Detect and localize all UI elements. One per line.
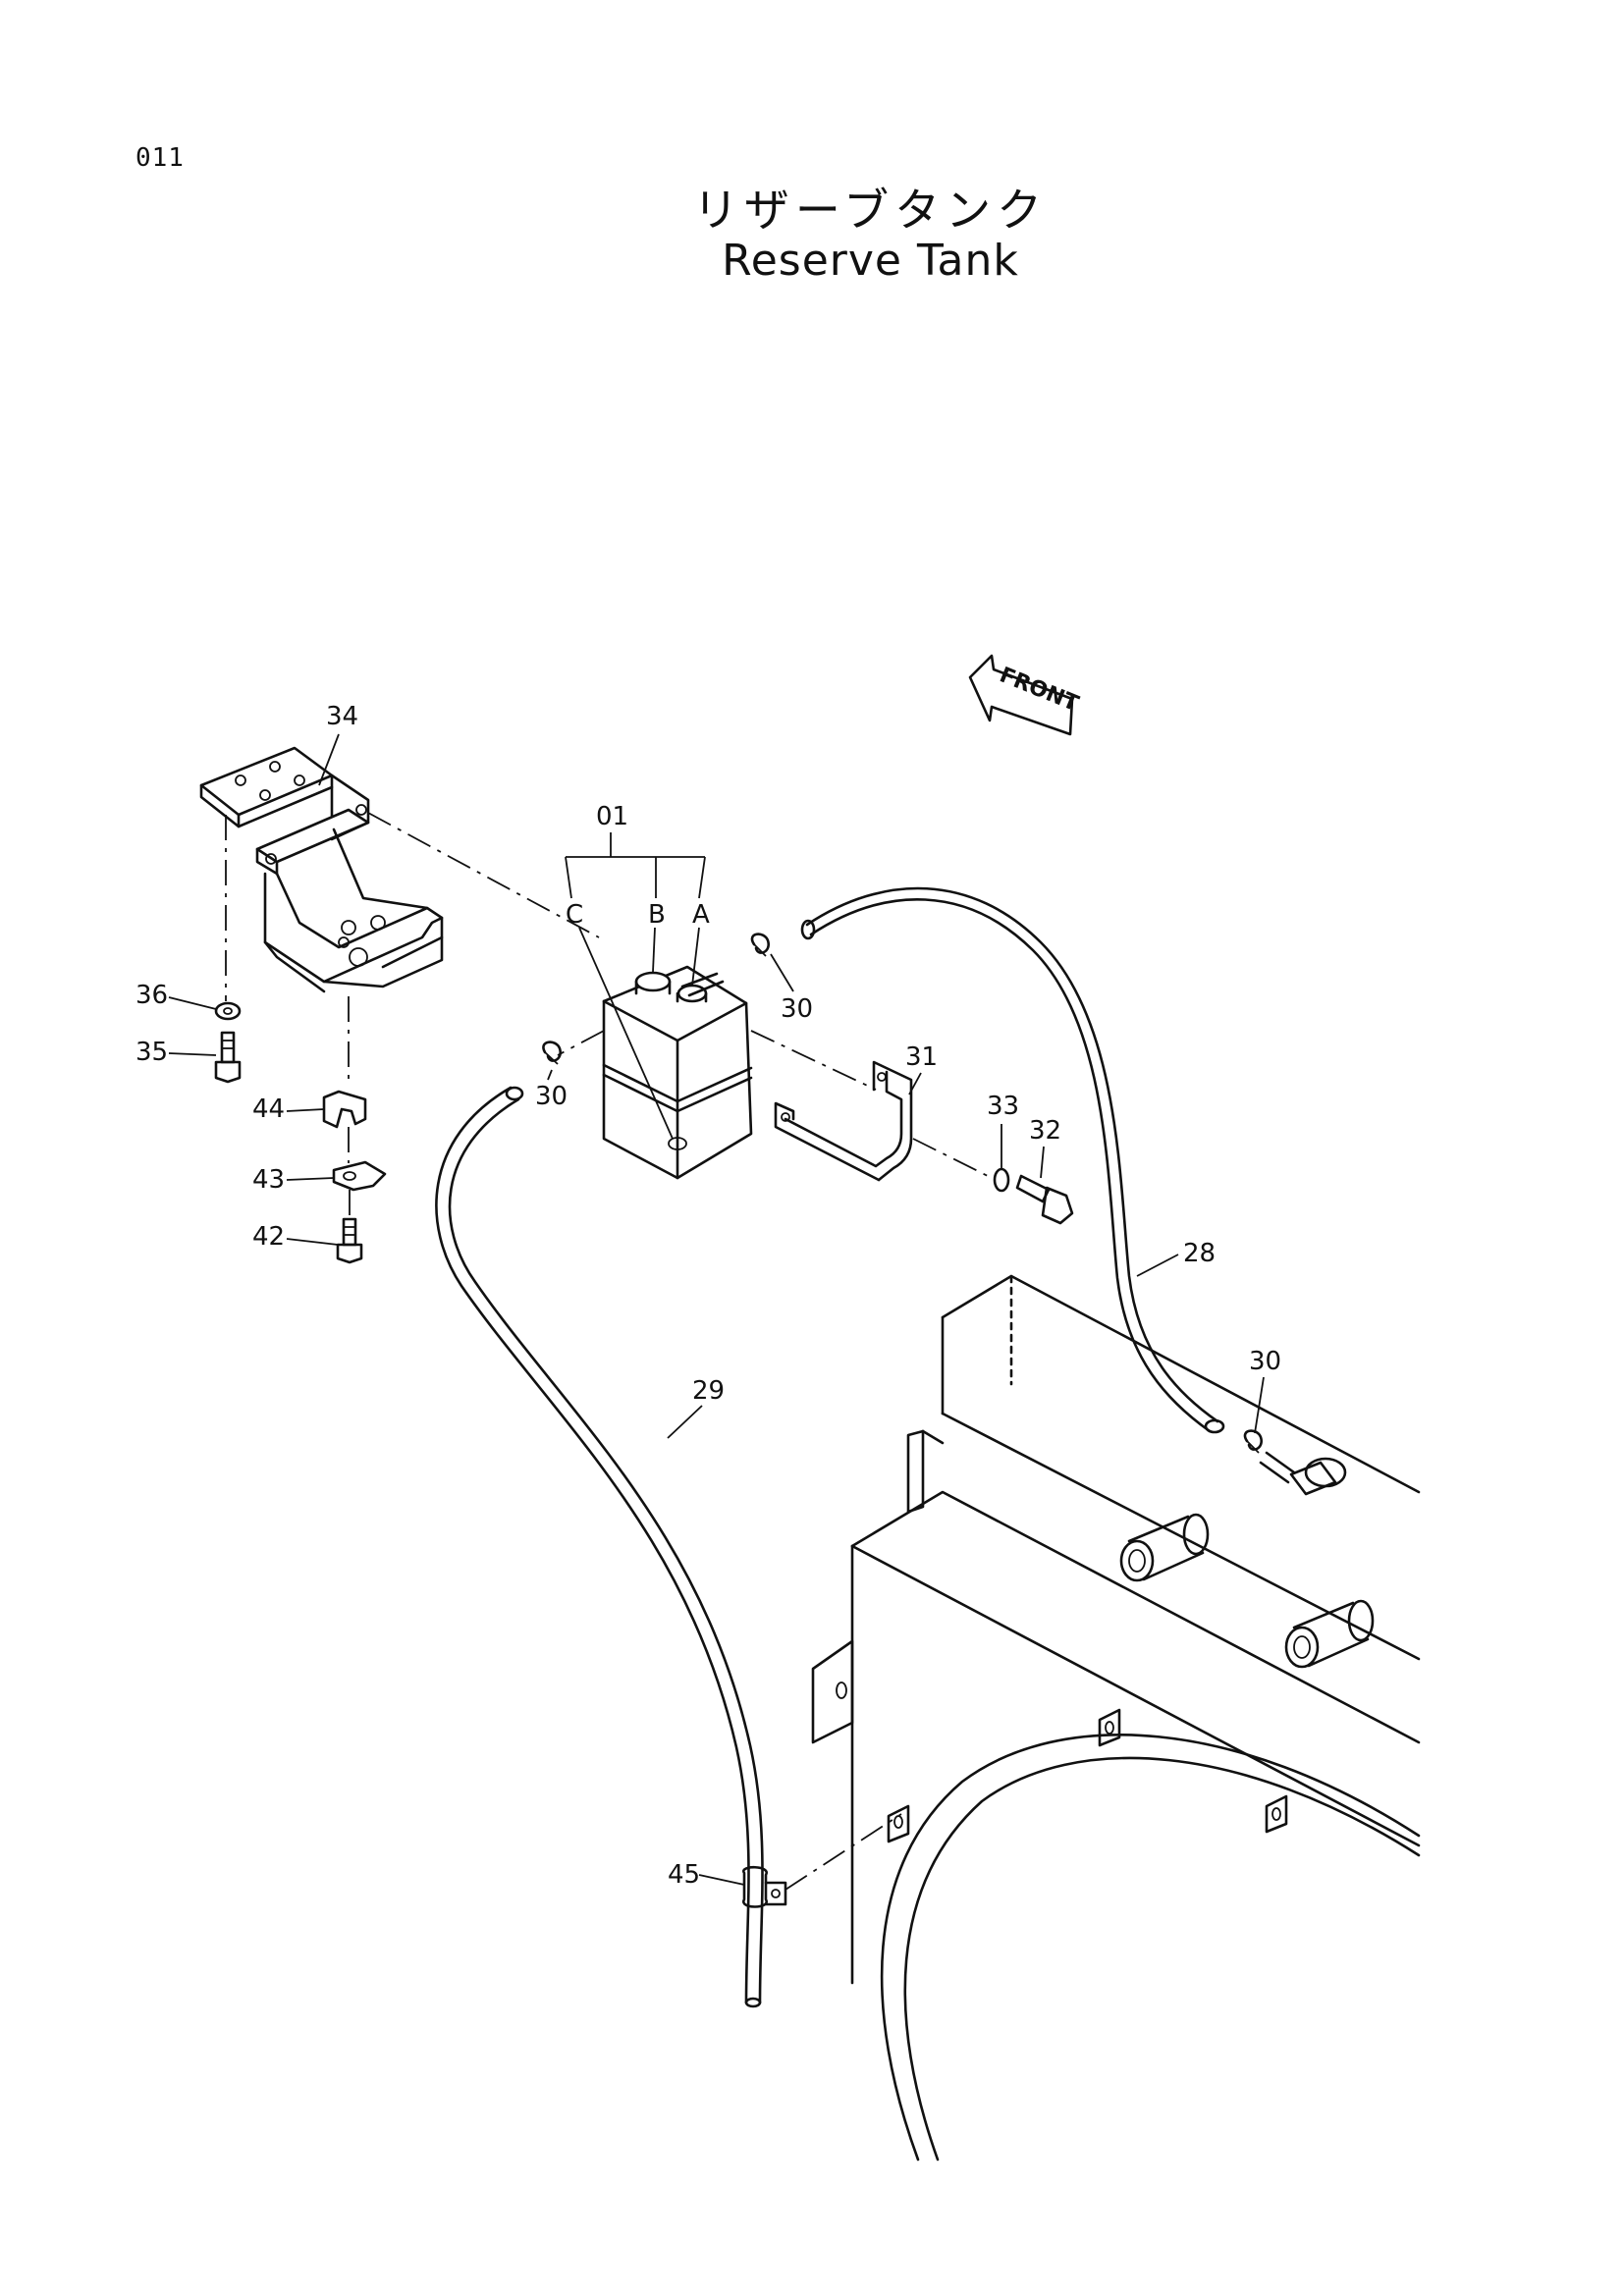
callout-33-label: 33 [987,1092,1019,1121]
align-line-tank-31 [750,1030,877,1091]
callout-30-radiator-label: 30 [1249,1347,1281,1376]
washer-33 [993,1167,1010,1193]
callout-30-left: 30 [535,1069,568,1111]
strap-31 [774,1060,913,1182]
pipe-stub-upper [1119,1513,1210,1582]
callout-35: 35 [135,1038,217,1067]
front-label: FRONT [996,663,1081,717]
callout-30-upper: 30 [770,953,813,1024]
callout-b-label: B [648,900,666,930]
callout-34-label: 34 [326,702,358,731]
callout-30-left-label: 30 [535,1082,568,1111]
clamp-45 [742,1865,787,1908]
callout-35-label: 35 [135,1038,168,1067]
front-direction-arrow: FRONT [968,654,1082,736]
callout-34: 34 [318,702,358,786]
callout-32: 32 [1029,1116,1061,1179]
callout-36-label: 36 [135,981,168,1010]
bolt-42 [336,1217,363,1264]
title-english: Reserve Tank [722,236,1019,286]
callout-45: 45 [668,1860,745,1890]
callout-44-label: 44 [252,1095,285,1124]
callout-33: 33 [987,1092,1019,1168]
callout-43-label: 43 [252,1165,285,1195]
callout-31-label: 31 [905,1042,938,1072]
callout-44: 44 [252,1095,325,1124]
callout-30-upper-label: 30 [781,994,813,1024]
radiator-assembly [811,1274,1421,2162]
clip-30-upper [750,933,770,957]
callout-31: 31 [905,1042,938,1095]
callout-45-label: 45 [668,1860,700,1890]
callout-30-radiator: 30 [1249,1347,1281,1434]
callout-29: 29 [667,1376,725,1439]
callout-a-label: A [692,900,710,930]
callout-32-label: 32 [1029,1116,1061,1146]
align-line-45-radiator [784,1813,902,1891]
pipe-stub-lower [1284,1599,1375,1669]
bolt-35 [214,1031,242,1084]
callout-28: 28 [1136,1239,1216,1277]
callout-01: 01 C B A [565,802,710,1140]
page-number: 011 [135,143,185,173]
bolt-32 [1015,1174,1074,1225]
washer-36 [214,1001,242,1021]
callout-42: 42 [252,1222,339,1252]
callout-43: 43 [252,1165,335,1195]
align-line-tank-clip [557,1030,605,1056]
title-japanese: リザーブタンク [692,184,1049,237]
callout-01-label: 01 [596,802,628,831]
clamp-44 [322,1090,367,1129]
callout-42-label: 42 [252,1222,285,1252]
callout-29-label: 29 [692,1376,725,1406]
clip-30-left [542,1041,562,1065]
plate-43 [332,1160,387,1192]
callout-36: 36 [135,981,217,1010]
reserve-tank-01 [602,965,753,1180]
callout-28-label: 28 [1183,1239,1216,1268]
align-line-strap-washer [912,1138,993,1179]
callout-c-label: C [566,900,583,930]
clip-30-radiator [1243,1429,1263,1454]
bracket-34 [199,746,444,993]
hose-29 [435,1086,764,2008]
overflow-fitting [1259,1451,1347,1496]
